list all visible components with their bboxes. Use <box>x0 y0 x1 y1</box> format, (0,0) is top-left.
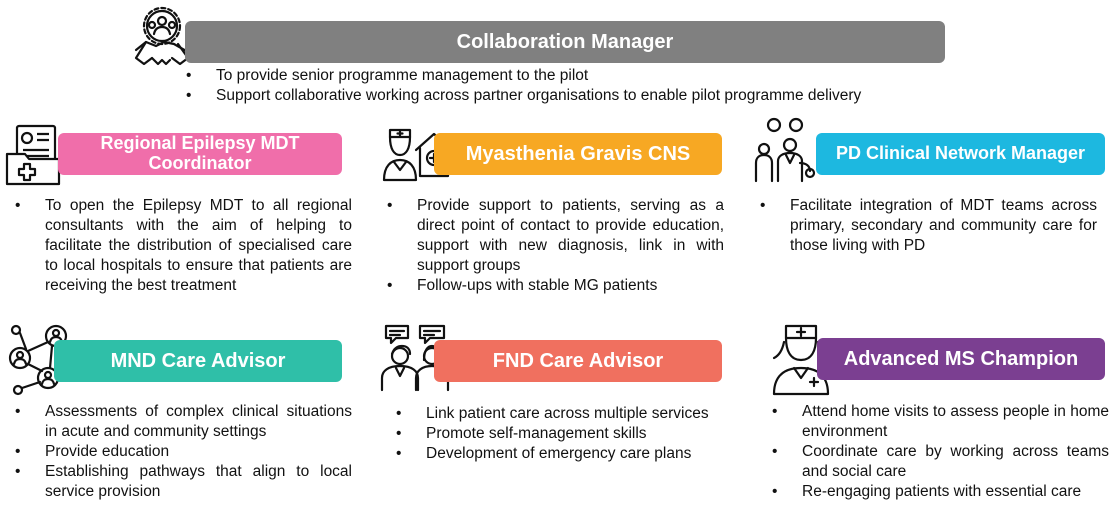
card-title-ms: Advanced MS Champion <box>817 338 1105 380</box>
card-bullets-pd: Facilitate integration of MDT teams acro… <box>760 196 1097 256</box>
list-item: Provide education <box>15 442 352 462</box>
care-team-icon <box>752 115 822 185</box>
card-title-mnd: MND Care Advisor <box>54 340 342 382</box>
list-item: Re-engaging patients with essential care <box>772 482 1109 502</box>
handshake-team-icon <box>132 6 192 72</box>
list-item: To open the Epilepsy MDT to all regional… <box>15 196 352 296</box>
list-item: Assessments of complex clinical situatio… <box>15 402 352 442</box>
card-title-epilepsy: Regional Epilepsy MDT Coordinator <box>58 133 342 175</box>
collaboration-manager-bullets: To provide senior programme management t… <box>186 66 946 106</box>
list-item: Follow-ups with stable MG patients <box>387 276 724 296</box>
card-bullets-epilepsy: To open the Epilepsy MDT to all regional… <box>15 196 352 296</box>
collaboration-manager-banner: Collaboration Manager <box>185 21 945 63</box>
card-bullets-mnd: Assessments of complex clinical situatio… <box>15 402 352 502</box>
list-item: Support collaborative working across par… <box>186 86 946 106</box>
list-item: To provide senior programme management t… <box>186 66 946 86</box>
collaboration-manager-title: Collaboration Manager <box>456 31 674 53</box>
list-item: Coordinate care by working across teams … <box>772 442 1109 482</box>
card-bullets-myasthenia: Provide support to patients, serving as … <box>387 196 724 296</box>
list-item: Link patient care across multiple servic… <box>396 404 733 424</box>
list-item: Attend home visits to assess people in h… <box>772 402 1109 442</box>
card-title-pd: PD Clinical Network Manager <box>816 133 1105 175</box>
network-people-icon <box>6 320 78 398</box>
card-title-myasthenia: Myasthenia Gravis CNS <box>434 133 722 175</box>
list-item: Development of emergency care plans <box>396 444 733 464</box>
list-item: Promote self-management skills <box>396 424 733 444</box>
card-title-fnd: FND Care Advisor <box>434 340 722 382</box>
list-item: Facilitate integration of MDT teams acro… <box>760 196 1097 256</box>
card-bullets-ms: Attend home visits to assess people in h… <box>772 402 1109 502</box>
list-item: Establishing pathways that align to loca… <box>15 462 352 502</box>
list-item: Provide support to patients, serving as … <box>387 196 724 276</box>
medical-folder-icon <box>3 122 69 188</box>
card-bullets-fnd: Link patient care across multiple servic… <box>396 404 733 464</box>
